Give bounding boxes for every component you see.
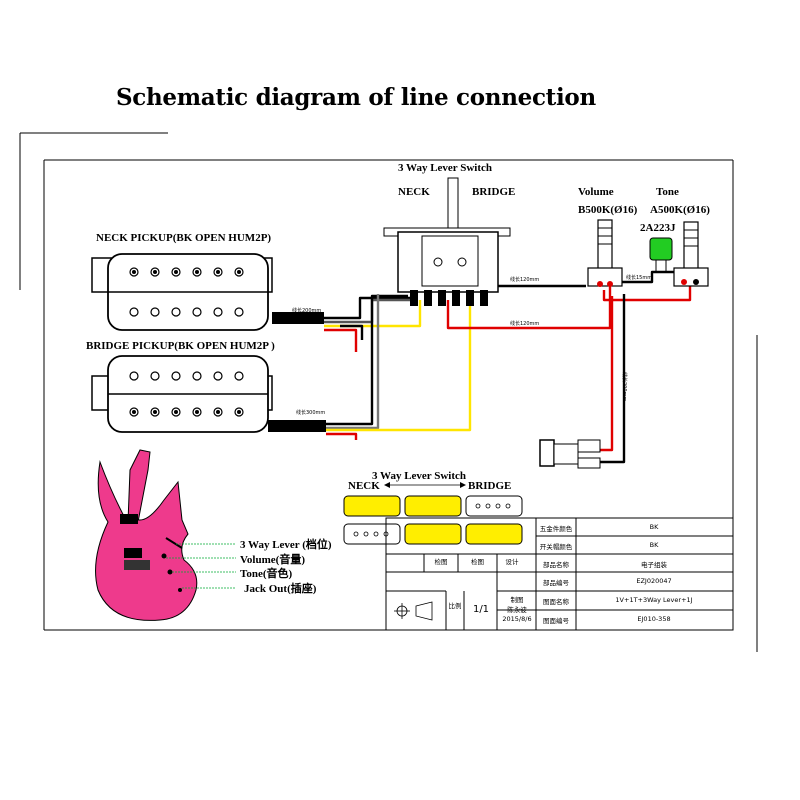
output-jack	[539, 439, 601, 469]
switch-neck-label: NECK	[398, 186, 430, 198]
callout-jack: Jack Out(插座)	[244, 583, 317, 595]
spec-label-drawing-name: 图面名称	[543, 598, 569, 606]
title-block-grid	[385, 517, 734, 631]
neck-pickup	[91, 253, 324, 331]
callout-lines	[166, 543, 236, 589]
scale-value: 1/1	[472, 604, 490, 615]
guitar-illustration	[95, 449, 198, 621]
spec-value-drawing-name: 1V+1T+3Way Lever+1J	[615, 596, 693, 604]
design-label: 设计	[505, 558, 519, 566]
spec-label-part-name: 部品名称	[543, 561, 569, 569]
spec-value-cap-color: BK	[649, 541, 659, 549]
bridge-pickup-label: BRIDGE PICKUP(BK OPEN HUM2P )	[86, 340, 275, 352]
volume-title: Volume	[578, 186, 614, 198]
drawing-date: 2015/8/6	[502, 615, 532, 623]
switch-bridge-label: BRIDGE	[472, 186, 516, 198]
lever-switch	[383, 177, 511, 306]
check-label-2: 检图	[471, 558, 484, 566]
red-wire-note: 线长120mm	[510, 321, 540, 327]
positions-title: 3 Way Lever Switch	[372, 470, 467, 482]
spec-value-drawing-number: EJ010-358	[637, 615, 671, 623]
spec-label-hardware-color: 五金件颜色	[539, 525, 573, 533]
spec-label-drawing-number: 图面编号	[543, 617, 569, 625]
jack-wire-note: 线长200mm	[621, 372, 627, 402]
tone-pot	[673, 221, 709, 287]
drawer-label: 制图	[510, 596, 524, 604]
neck-pickup-label: NECK PICKUP(BK OPEN HUM2P)	[96, 232, 272, 244]
spec-value-part-name: 电子组装	[641, 561, 667, 569]
page-title: Schematic diagram of line connection	[116, 84, 596, 111]
check-label-1: 检图	[434, 558, 448, 566]
capacitor-label: 2A223J	[640, 222, 676, 234]
projection-symbol	[394, 601, 433, 621]
positions-bridge-label: BRIDGE	[468, 480, 512, 492]
wiring	[324, 270, 692, 464]
pot-to-tone-note: 线长15mm	[626, 275, 653, 281]
tone-value: A500K(Ø16)	[650, 204, 710, 216]
spec-label-part-number: 部品编号	[543, 579, 569, 587]
bridge-pickup	[91, 355, 326, 433]
scale-label: 比例	[448, 602, 462, 610]
callout-lever: 3 Way Lever (档位)	[240, 539, 332, 551]
volume-value: B500K(Ø16)	[578, 204, 638, 216]
switch-to-pot-note: 线长120mm	[510, 277, 540, 283]
positions-neck-label: NECK	[348, 480, 380, 492]
switch-title: 3 Way Lever Switch	[398, 162, 493, 174]
capacitor	[649, 237, 673, 272]
spec-value-part-number: EZJ020047	[636, 577, 672, 585]
drawer-name: 陈永波	[507, 606, 527, 614]
tone-title: Tone	[656, 186, 679, 198]
spec-value-hardware-color: BK	[649, 523, 659, 531]
callout-tone: Tone(音色)	[240, 568, 293, 580]
spec-label-cap-color: 开关帽颜色	[539, 543, 573, 551]
callout-volume: Volume(音量)	[240, 554, 305, 566]
bridge-lead-note: 线长300mm	[296, 410, 326, 416]
neck-lead-note: 线长200mm	[292, 308, 322, 314]
volume-pot	[587, 219, 623, 287]
